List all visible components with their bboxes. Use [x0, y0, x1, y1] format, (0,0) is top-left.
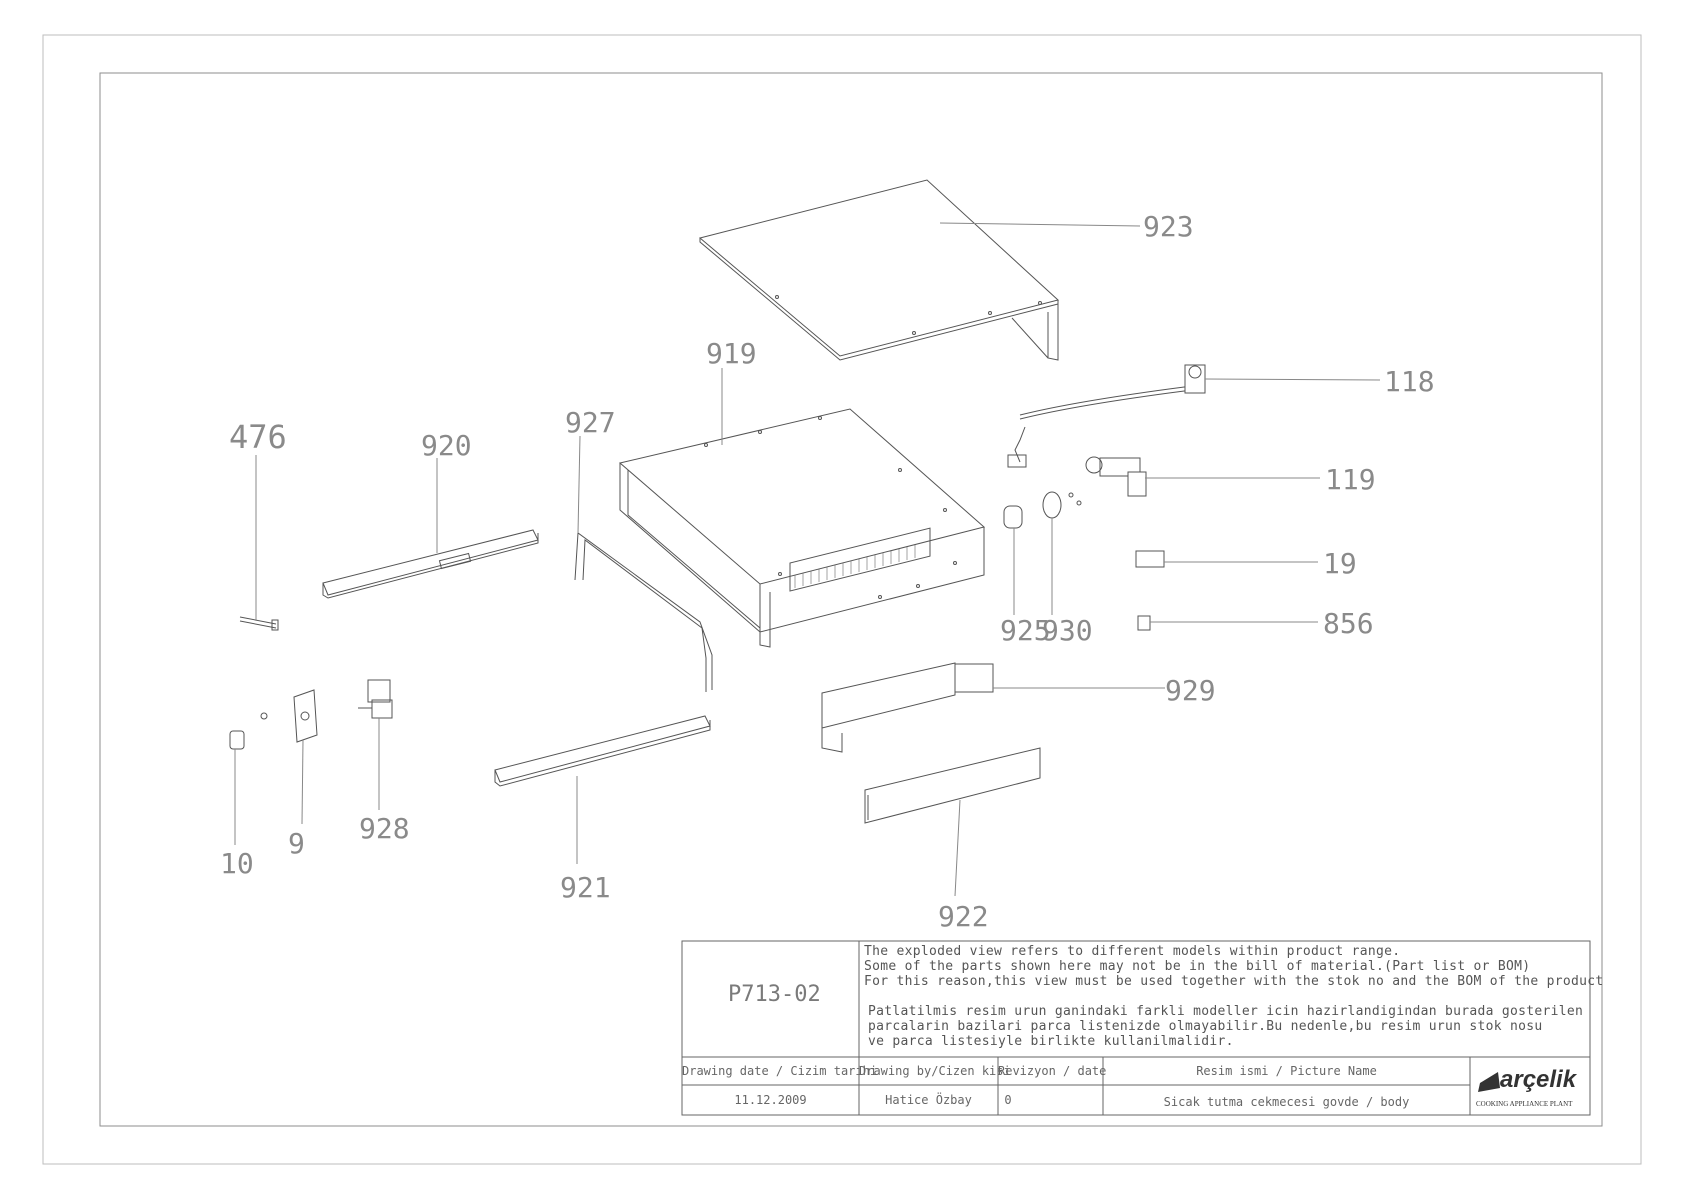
part-9-plate — [293, 689, 318, 743]
header-picture-name: Resim ismi / Picture Name — [1196, 1064, 1377, 1078]
note-line: Patlatilmis resim urun ganindaki farkli … — [868, 1004, 1584, 1019]
note-line: The exploded view refers to different mo… — [864, 944, 1401, 959]
note-line: Some of the parts shown here may not be … — [864, 959, 1531, 974]
part-929-fan — [821, 662, 994, 753]
part-119-motor — [1085, 456, 1147, 497]
callout-930: 930 — [1042, 614, 1093, 647]
part-856-screw — [1137, 615, 1151, 631]
value-drawing-by: Hatice Özbay — [885, 1093, 972, 1107]
plant-label: COOKING APPLIANCE PLANT — [1476, 1100, 1573, 1108]
callout-928: 928 — [359, 812, 410, 845]
value-revision: 0 — [1004, 1093, 1012, 1107]
callout-9: 9 — [288, 827, 305, 860]
value-drawing-date: 11.12.2009 — [734, 1093, 807, 1107]
note-turkish: Patlatilmis resim urun ganindaki farkli … — [868, 1004, 1583, 1049]
value-picture-name: Sicak tutma cekmecesi govde / body — [1163, 1095, 1410, 1109]
note-line: ve parca listesiyle birlikte kullanilmal… — [868, 1034, 1234, 1049]
callout-10: 10 — [220, 847, 254, 880]
callout-19: 19 — [1323, 547, 1357, 580]
part-923-top-cover — [698, 179, 1060, 361]
part-920-left-rail — [322, 529, 539, 599]
part-921-right-rail — [494, 715, 711, 787]
note-line: parcalarin bazilari parca listenizde olm… — [868, 1019, 1543, 1034]
header-revision: Revizyon / date — [998, 1064, 1107, 1078]
callout-923: 923 — [1143, 210, 1194, 243]
part-476-screw — [239, 616, 279, 631]
callout-919: 919 — [706, 337, 757, 370]
inner-frame — [99, 72, 1603, 1127]
brand-logo: arçelik — [1500, 1066, 1577, 1093]
callout-922: 922 — [938, 900, 989, 933]
leader-lines — [234, 222, 1381, 897]
part-922-back-plate — [864, 747, 1041, 824]
part-118-wiring-harness — [1007, 364, 1206, 468]
callout-929: 929 — [1165, 674, 1216, 707]
callout-921: 921 — [560, 871, 611, 904]
title-block-grid — [681, 940, 1591, 1116]
note-english: The exploded view refers to different mo… — [864, 944, 1604, 989]
callout-856: 856 — [1323, 607, 1374, 640]
outer-frame — [42, 34, 1642, 1165]
screw-icon — [260, 712, 268, 720]
arcelik-logo-icon — [1478, 1072, 1500, 1092]
callout-920: 920 — [421, 429, 472, 462]
part-930-ring — [1042, 491, 1062, 519]
part-19-clip — [1135, 550, 1165, 568]
callout-119: 119 — [1325, 463, 1376, 496]
note-line: For this reason,this view must be used t… — [864, 974, 1604, 989]
header-drawing-by: Drawing by/Cizen kisi — [859, 1064, 1011, 1078]
callout-927: 927 — [565, 406, 616, 439]
part-927-gasket — [574, 532, 713, 692]
drawing-number: P713-02 — [728, 982, 821, 1007]
callout-925: 925 — [1000, 614, 1051, 647]
callout-118: 118 — [1384, 365, 1435, 398]
part-10-knob — [229, 730, 245, 750]
part-928-switch — [358, 679, 393, 719]
callout-476: 476 — [229, 418, 287, 456]
part-925-bushing — [1003, 505, 1023, 529]
part-919-main-body — [618, 408, 986, 648]
header-drawing-date: Drawing date / Cizim tarihi — [682, 1064, 878, 1078]
